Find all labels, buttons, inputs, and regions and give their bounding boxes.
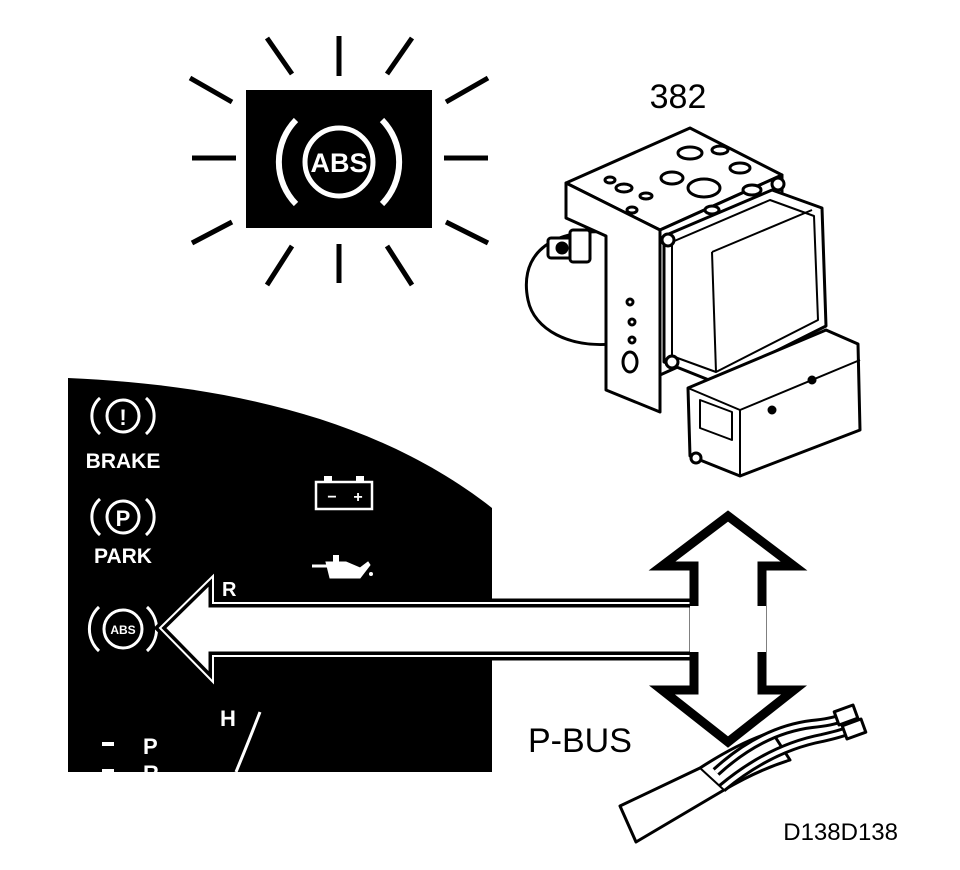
battery-plus: + (353, 489, 362, 506)
cluster-abs-symbol: ABS (87, 605, 159, 653)
battery-icon: − + (314, 476, 374, 511)
abs-lamp-right-bracket (379, 117, 403, 207)
gauge-h-label: H (220, 706, 236, 731)
brake-exclamation-icon: ! (119, 405, 126, 430)
brake-label: BRAKE (86, 450, 161, 473)
abs-lamp-circle (302, 125, 376, 199)
park-label: PARK (94, 545, 152, 568)
figure-code: D138D138 (783, 819, 898, 846)
abs-lamp-text: ABS (310, 148, 367, 178)
gear-dash-r (102, 769, 114, 772)
cable-sheath (618, 730, 792, 844)
gear-r-label: R (143, 761, 159, 786)
cluster-abs-label: ABS (110, 623, 135, 637)
lamp-light-rays (188, 36, 490, 287)
abs-control-module (524, 126, 862, 478)
abs-lamp-left-bracket (275, 117, 299, 207)
park-brake-symbol: P (90, 497, 156, 537)
communication-arrows (153, 510, 808, 748)
p-bus-label: P-BUS (528, 722, 632, 760)
partial-r-letter: R (222, 579, 237, 601)
abs-warning-lamp: ABS (188, 36, 490, 287)
module-number: 382 (650, 78, 707, 116)
block-ports (603, 144, 763, 216)
oil-pressure-icon (312, 555, 373, 579)
ecu-housing (662, 188, 828, 384)
gear-dash-p (102, 742, 114, 746)
gear-p-label: P (143, 734, 158, 759)
battery-minus: − (327, 489, 336, 506)
cluster-panel (68, 378, 492, 772)
p-bus-cable (618, 703, 868, 844)
park-p-icon: P (116, 506, 131, 531)
gauge-scale-arc (234, 711, 262, 773)
instrument-cluster: ! BRAKE P PARK ABS − + (68, 378, 492, 786)
brake-warning-symbol: ! (90, 396, 156, 436)
